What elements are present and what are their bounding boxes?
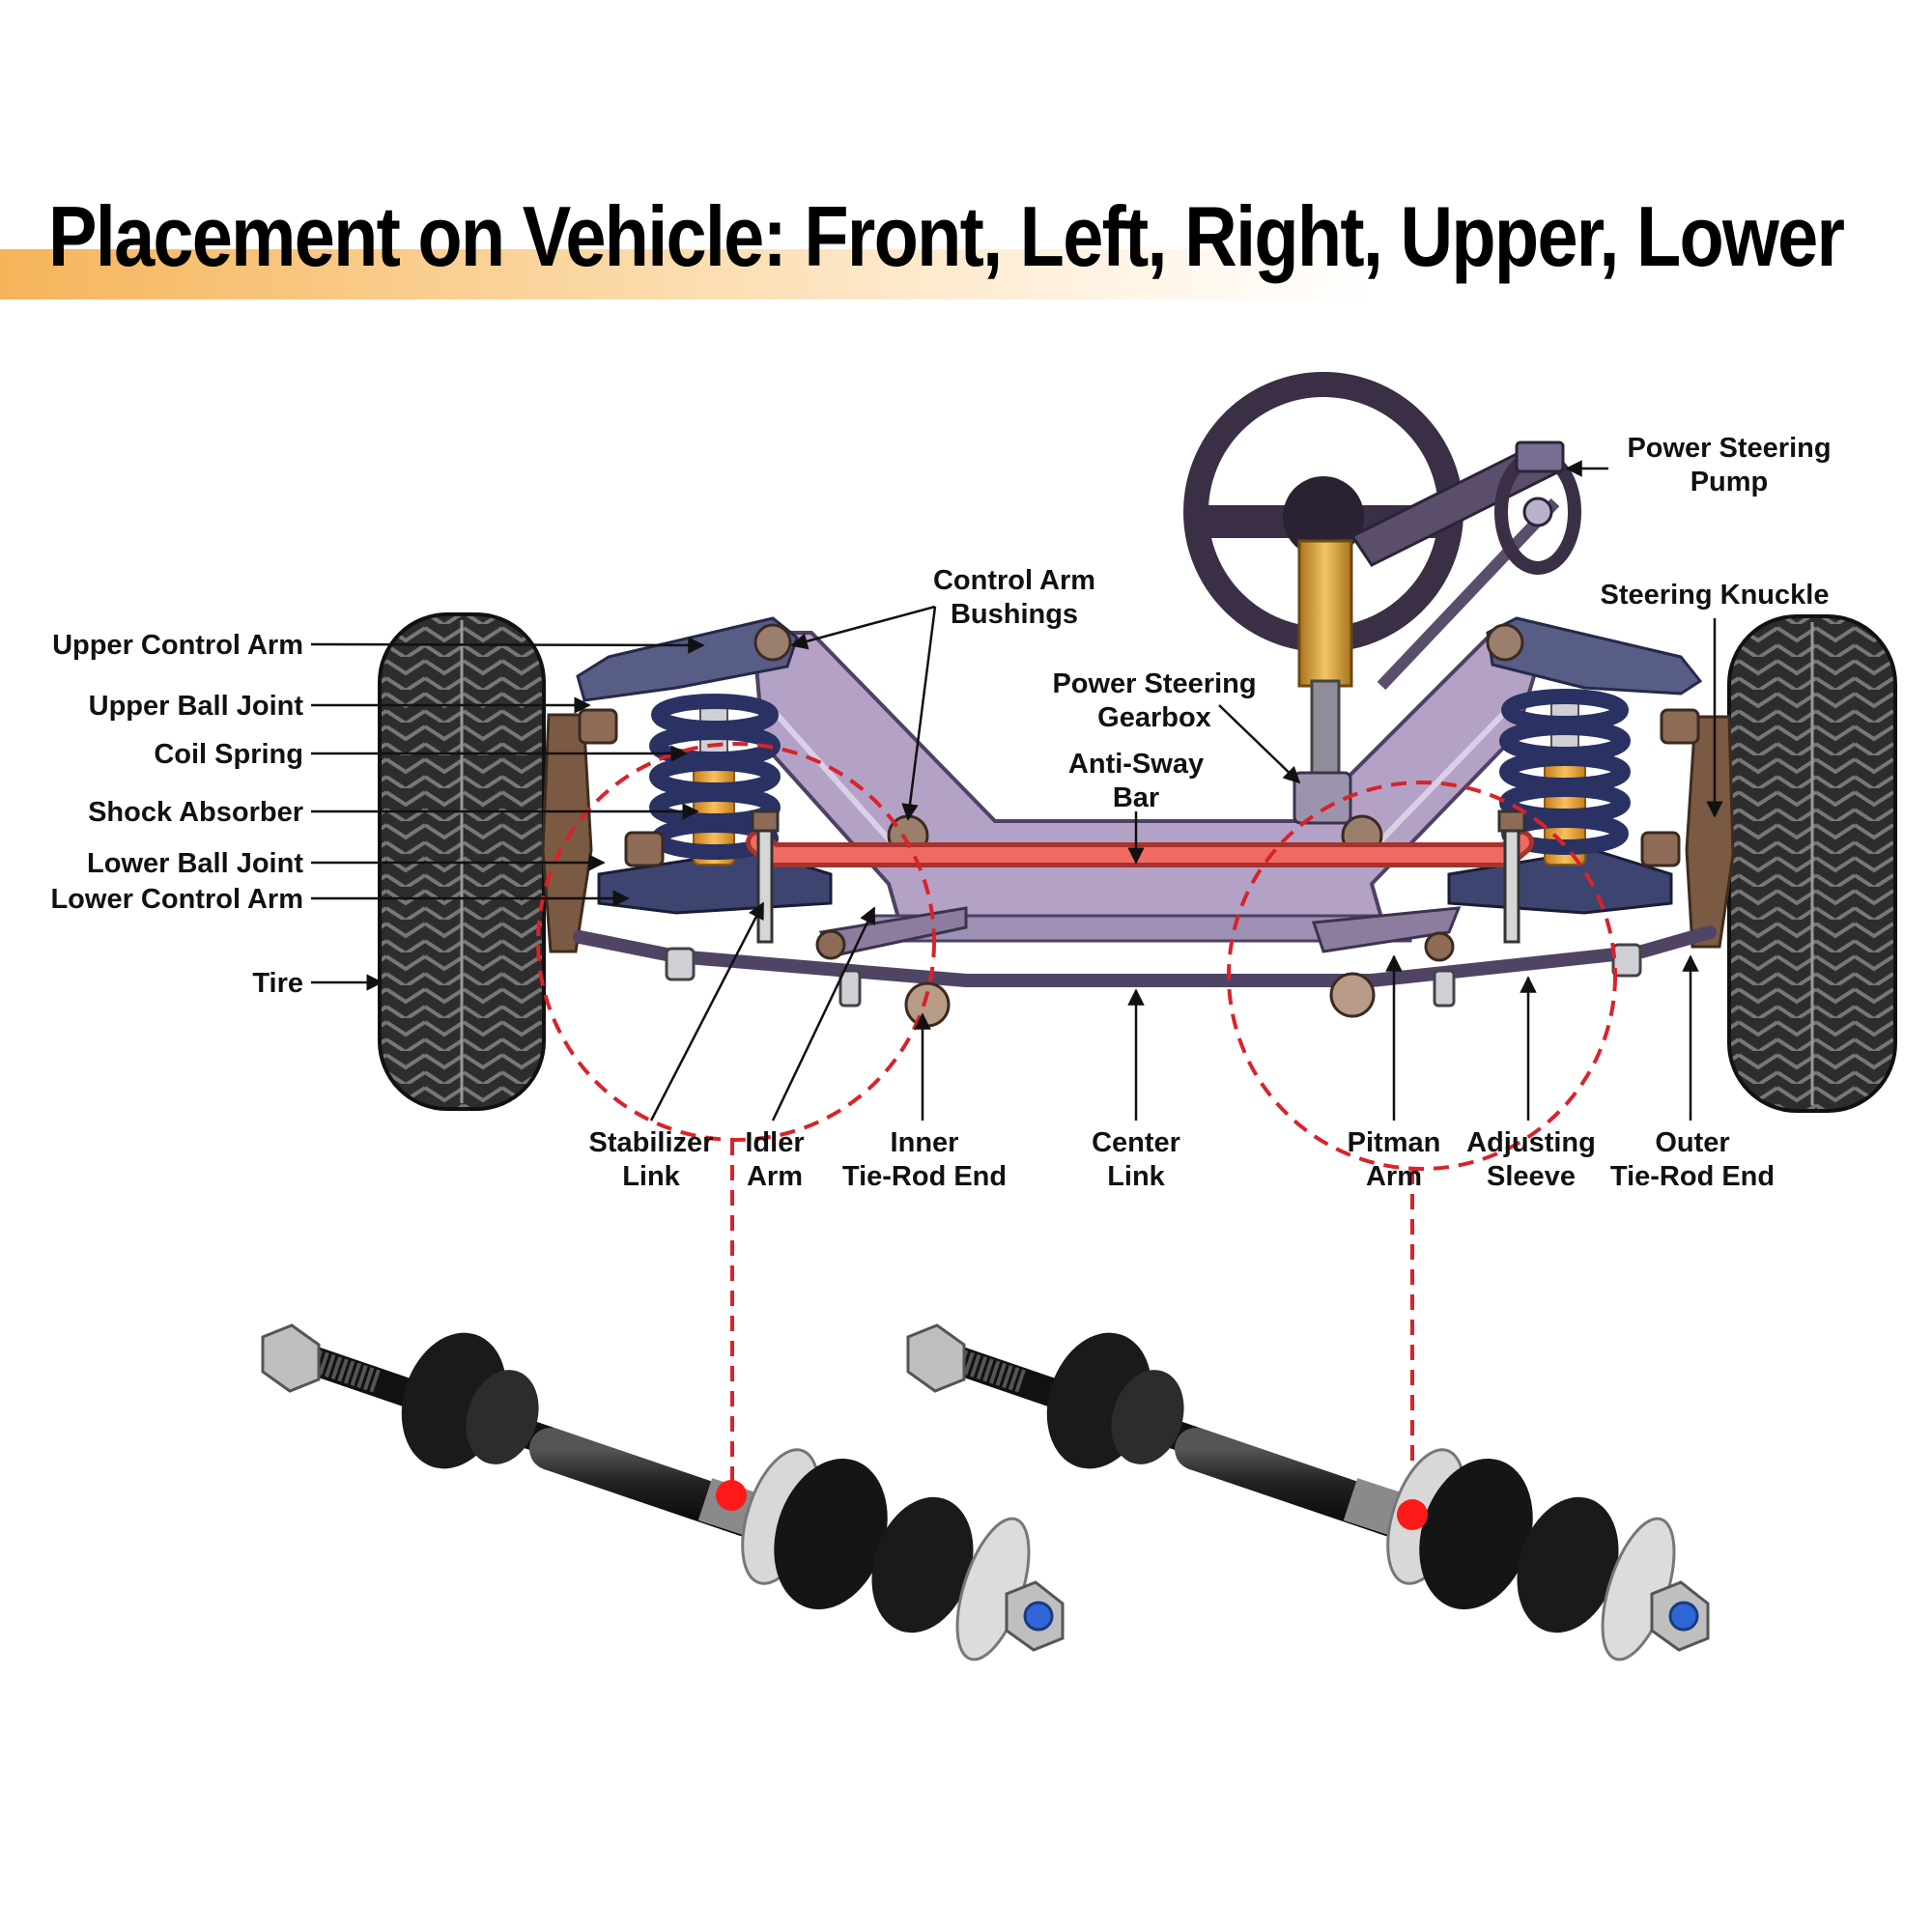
right-highlight-circle: [1227, 781, 1617, 1171]
right-upper-control-arm: [1486, 616, 1703, 696]
label-idler-arm-2: Arm: [747, 1161, 803, 1192]
title-banner: [0, 249, 1372, 299]
product-stabilizer-link-left: [261, 1323, 1065, 1662]
right-steering-knuckle: [1685, 715, 1735, 949]
label-center-link-1: Center: [1092, 1127, 1180, 1158]
tie-rod-ends: [665, 943, 1642, 1008]
right-tire: [1727, 614, 1897, 1113]
label-adjusting-sleeve-2: Sleeve: [1487, 1161, 1576, 1192]
label-steering-knuckle: Steering Knuckle: [1601, 580, 1830, 611]
label-outer-tie-rod-end-1: Outer: [1655, 1127, 1729, 1158]
label-power-steering-pump-2: Pump: [1690, 467, 1769, 497]
label-stabilizer-link-1: Stabilizer: [589, 1127, 714, 1158]
label-outer-tie-rod-end-2: Tie-Rod End: [1610, 1161, 1775, 1192]
label-idler-arm-1: Idler: [745, 1127, 804, 1158]
label-power-steering-pump-1: Power Steering: [1627, 433, 1831, 464]
label-power-steering-gearbox-1: Power Steering: [1052, 668, 1256, 699]
product-stabilizer-link-right: [906, 1323, 1710, 1662]
label-control-arm-bushings-1: Control Arm: [933, 565, 1095, 596]
center-link: [573, 925, 1717, 987]
label-lower-ball-joint: Lower Ball Joint: [87, 848, 303, 879]
label-stabilizer-link-2: Link: [622, 1161, 680, 1192]
label-pitman-arm-1: Pitman: [1348, 1127, 1441, 1158]
pitman-arm: [1311, 906, 1462, 1018]
leader-lines: [310, 460, 1723, 1122]
label-power-steering-gearbox-2: Gearbox: [1097, 702, 1211, 733]
label-inner-tie-rod-end-1: Inner: [891, 1127, 959, 1158]
left-steering-knuckle: [541, 713, 593, 953]
steering-column: [1297, 539, 1353, 775]
label-inner-tie-rod-end-2: Tie-Rod End: [842, 1161, 1007, 1192]
label-adjusting-sleeve-1: Adjusting: [1466, 1127, 1596, 1158]
label-anti-sway-bar-1: Anti-Sway: [1068, 749, 1204, 780]
label-coil-spring: Coil Spring: [154, 739, 303, 770]
stabilizer-link-posts: [751, 810, 1526, 944]
label-upper-control-arm: Upper Control Arm: [52, 630, 303, 661]
label-pitman-arm-2: Arm: [1366, 1161, 1422, 1192]
page-title: Placement on Vehicle: Front, Left, Right…: [48, 188, 1845, 284]
label-shock-absorber: Shock Absorber: [88, 797, 303, 828]
right-coil-spring: [1499, 689, 1631, 855]
left-highlight-circle: [536, 742, 936, 1142]
label-control-arm-bushings-2: Bushings: [951, 599, 1078, 630]
label-tire: Tire: [252, 968, 303, 999]
power-steering-pump: [1350, 440, 1581, 691]
label-lower-control-arm: Lower Control Arm: [50, 884, 303, 915]
label-upper-ball-joint: Upper Ball Joint: [89, 691, 304, 722]
power-steering-gearbox: [1293, 771, 1352, 825]
label-center-link-2: Link: [1107, 1161, 1165, 1192]
ball-joints: [578, 708, 1700, 867]
part-labels: Upper Control Arm Upper Ball Joint Coil …: [50, 433, 1831, 1192]
left-upper-control-arm: [576, 616, 799, 702]
label-anti-sway-bar-2: Bar: [1113, 782, 1159, 813]
